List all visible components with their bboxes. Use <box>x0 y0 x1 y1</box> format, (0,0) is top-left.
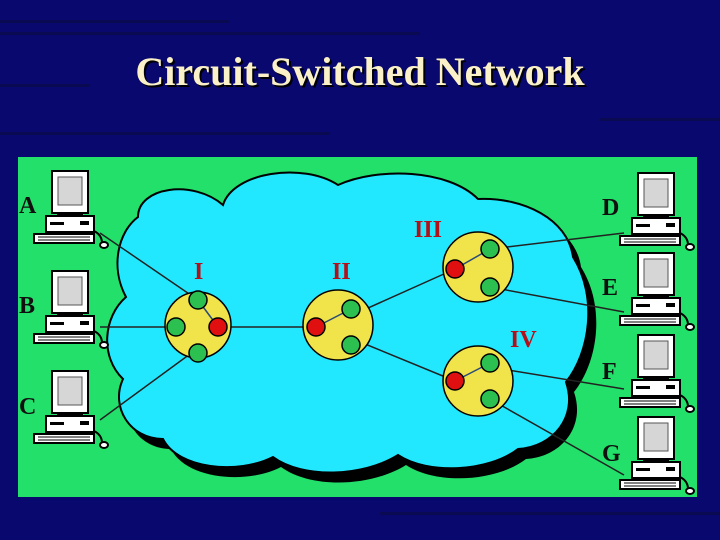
network-diagram: I II III IV A B C D E F <box>18 157 697 497</box>
active-port <box>445 371 465 391</box>
computer-icon <box>619 416 695 495</box>
idle-port <box>166 317 186 337</box>
idle-port <box>480 353 500 373</box>
host-label-b: B <box>19 293 35 319</box>
active-port <box>445 259 465 279</box>
computer-icon <box>33 170 109 249</box>
idle-port <box>480 277 500 297</box>
switch-label-i: I <box>194 259 203 285</box>
switch-iii <box>442 231 514 303</box>
switch-ii <box>302 289 374 361</box>
switch-i <box>164 290 232 363</box>
link-iv-f <box>489 366 625 390</box>
link-iv-g <box>489 398 625 476</box>
host-c: C <box>19 370 109 449</box>
host-label-a: A <box>19 193 37 219</box>
host-a: A <box>19 170 109 249</box>
network-diagram-canvas: I II III IV A B C D E F <box>19 170 695 495</box>
idle-port <box>480 389 500 409</box>
host-b: B <box>19 270 109 349</box>
background-stripe <box>0 84 90 87</box>
host-label-f: F <box>602 359 617 385</box>
idle-port <box>480 239 500 259</box>
link-c-switch-i <box>99 353 191 421</box>
host-g: G <box>602 416 695 495</box>
idle-port <box>188 343 208 363</box>
host-label-e: E <box>602 275 618 301</box>
active-port <box>306 317 326 337</box>
switch-iv <box>442 345 514 417</box>
switch-label-iii: III <box>414 217 442 243</box>
host-label-g: G <box>602 441 621 467</box>
host-e: E <box>602 252 695 331</box>
computer-icon <box>33 270 109 349</box>
idle-port <box>341 335 361 355</box>
link-iii-d <box>489 232 625 250</box>
switch-label-ii: II <box>332 259 351 285</box>
background-stripe <box>600 118 720 121</box>
link-iii-e <box>489 286 625 313</box>
active-port <box>208 317 228 337</box>
link-a-switch-i <box>99 232 199 301</box>
idle-port <box>188 290 208 310</box>
background-stripe <box>380 512 720 515</box>
computer-icon <box>619 334 695 413</box>
background-stripe <box>0 20 230 23</box>
host-label-c: C <box>19 394 36 420</box>
idle-port <box>341 299 361 319</box>
switch-label-iv: IV <box>510 327 537 353</box>
computer-icon <box>33 370 109 449</box>
host-label-d: D <box>602 195 619 221</box>
computer-icon <box>619 252 695 331</box>
background-stripe <box>0 132 330 135</box>
computer-icon <box>619 172 695 251</box>
background-stripe <box>0 32 420 35</box>
slide-title: Circuit-Switched Network <box>135 49 585 94</box>
host-f: F <box>602 334 695 413</box>
host-d: D <box>602 172 695 251</box>
